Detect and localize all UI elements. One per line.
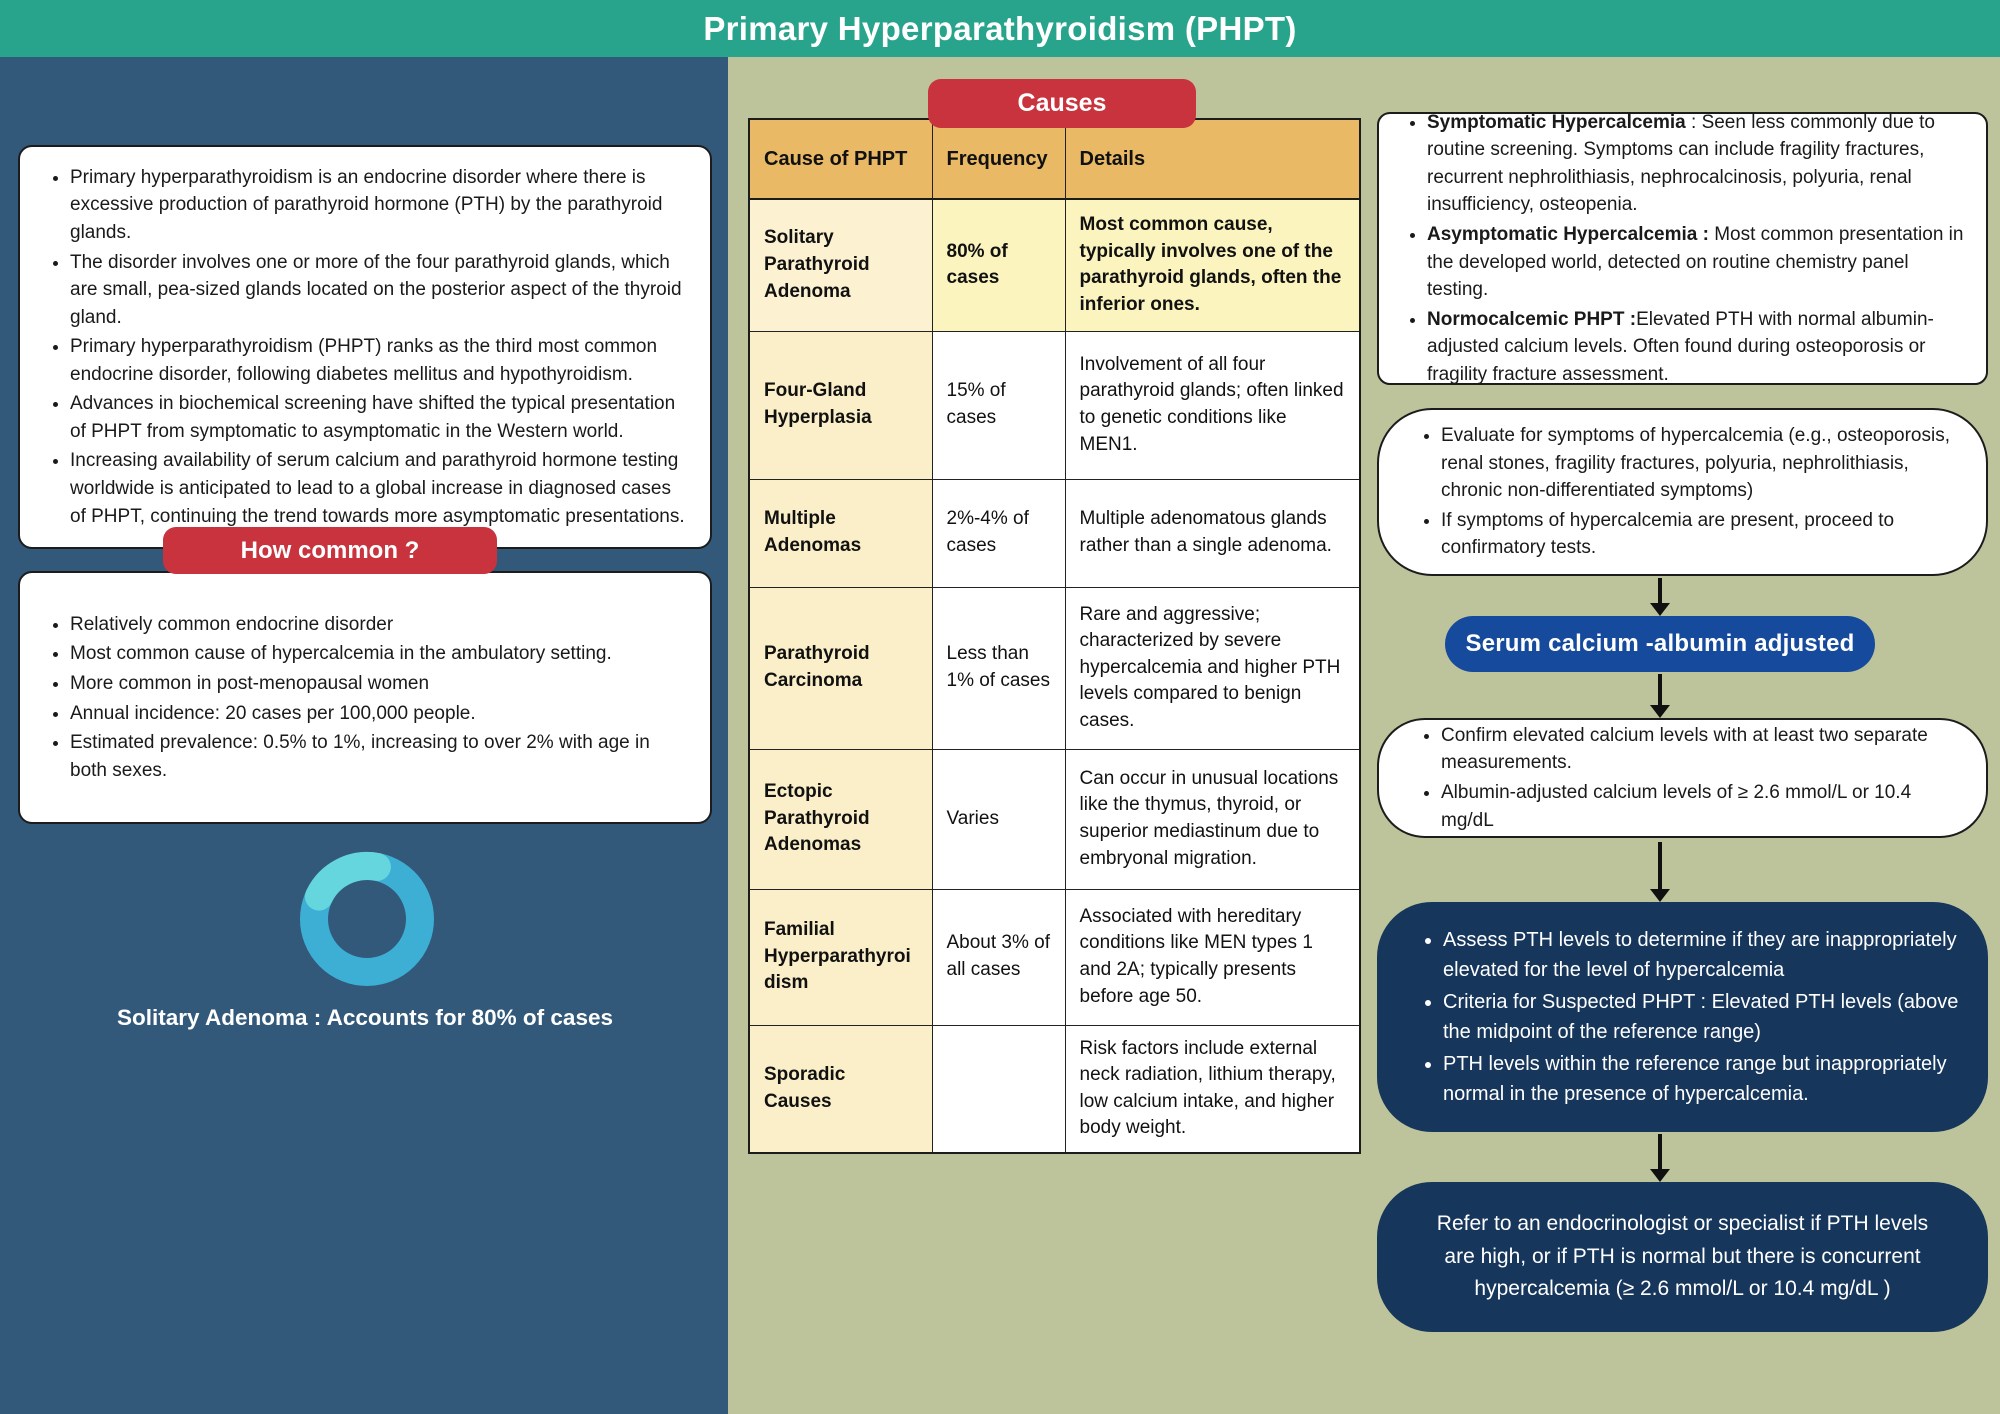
down-arrow-icon	[1650, 842, 1670, 902]
frequency-cell	[931, 1024, 1066, 1154]
evaluate-bullet: Evaluate for symptoms of hypercalcemia (…	[1441, 421, 1952, 506]
details-cell: Most common cause, typically involves on…	[1064, 198, 1361, 332]
details-cell: Associated with hereditary conditions li…	[1064, 888, 1361, 1026]
how-common-badge: How common ?	[163, 527, 497, 574]
cause-cell: Four-Gland Hyperplasia	[748, 330, 933, 480]
intro-bullet-list: Primary hyperparathyroidism is an endocr…	[70, 163, 688, 531]
details-cell: Rare and aggressive; characterized by se…	[1064, 586, 1361, 750]
presentation-bullet: Asymptomatic Hypercalcemia : Most common…	[1427, 220, 1966, 305]
evaluate-bullet: If symptoms of hypercalcemia are present…	[1441, 506, 1952, 563]
cause-cell: Sporadic Causes	[748, 1024, 933, 1154]
page-title: Primary Hyperparathyroidism (PHPT)	[703, 9, 1297, 47]
pth-assessment-box: Assess PTH levels to determine if they a…	[1377, 902, 1988, 1132]
pth-bullet-list: Assess PTH levels to determine if they a…	[1443, 924, 1960, 1110]
cause-cell: Familial Hyperparathyroidism	[748, 888, 933, 1026]
pth-bullet: Assess PTH levels to determine if they a…	[1443, 924, 1960, 986]
header-details: Details	[1064, 118, 1361, 200]
frequency-cell: Less than 1% of cases	[931, 586, 1066, 750]
confirm-bullet-list: Confirm elevated calcium levels with at …	[1441, 721, 1956, 835]
frequency-cell: About 3% of all cases	[931, 888, 1066, 1026]
evaluate-bullet-list: Evaluate for symptoms of hypercalcemia (…	[1441, 421, 1952, 563]
frequency-cell: 80% of cases	[931, 198, 1066, 332]
down-arrow-icon	[1650, 674, 1670, 718]
header-cause: Cause of PHPT	[748, 118, 933, 200]
cause-cell: Multiple Adenomas	[748, 478, 933, 588]
frequency-cell: 2%-4% of cases	[931, 478, 1066, 588]
pth-bullet: PTH levels within the reference range bu…	[1443, 1048, 1960, 1110]
cause-cell: Parathyroid Carcinoma	[748, 586, 933, 750]
how-common-bullet: Annual incidence: 20 cases per 100,000 p…	[70, 699, 688, 729]
how-common-bullet: Estimated prevalence: 0.5% to 1%, increa…	[70, 728, 688, 785]
how-common-bullet: Most common cause of hypercalcemia in th…	[70, 639, 688, 669]
left-panel: Primary hyperparathyroidism is an endocr…	[0, 57, 728, 1414]
cause-cell: Solitary Parathyroid Adenoma	[748, 198, 933, 332]
confirm-calcium-box: Confirm elevated calcium levels with at …	[1377, 718, 1988, 838]
presentation-bullet: Normocalcemic PHPT :Elevated PTH with no…	[1427, 305, 1966, 390]
header-bar: Primary Hyperparathyroidism (PHPT)	[0, 0, 2000, 57]
intro-bullet: Primary hyperparathyroidism is an endocr…	[70, 163, 688, 248]
presentation-bullet: Symptomatic Hypercalcemia : Seen less co…	[1427, 108, 1966, 220]
refer-specialist-box: Refer to an endocrinologist or specialis…	[1377, 1182, 1988, 1332]
table-row: Multiple Adenomas 2%-4% of cases Multipl…	[748, 478, 1361, 588]
confirm-bullet: Confirm elevated calcium levels with at …	[1441, 721, 1956, 778]
serum-calcium-pill: Serum calcium -albumin adjusted	[1445, 616, 1875, 672]
confirm-bullet: Albumin-adjusted calcium levels of ≥ 2.6…	[1441, 778, 1956, 835]
table-row: Ectopic Parathyroid Adenomas Varies Can …	[748, 748, 1361, 890]
presentation-box: Symptomatic Hypercalcemia : Seen less co…	[1377, 112, 1988, 385]
table-row: Solitary Parathyroid Adenoma 80% of case…	[748, 198, 1361, 332]
pth-bullet: Criteria for Suspected PHPT : Elevated P…	[1443, 986, 1960, 1048]
down-arrow-icon	[1650, 1134, 1670, 1182]
how-common-box: Relatively common endocrine disorder Mos…	[18, 571, 712, 824]
table-row: Four-Gland Hyperplasia 15% of cases Invo…	[748, 330, 1361, 480]
details-cell: Can occur in unusual locations like the …	[1064, 748, 1361, 890]
down-arrow-icon	[1650, 578, 1670, 616]
details-cell: Involvement of all four parathyroid glan…	[1064, 330, 1361, 480]
how-common-bullet: Relatively common endocrine disorder	[70, 610, 688, 640]
intro-bullet: Increasing availability of serum calcium…	[70, 446, 688, 531]
how-common-bullet-list: Relatively common endocrine disorder Mos…	[70, 610, 688, 785]
intro-bullet: Primary hyperparathyroidism (PHPT) ranks…	[70, 332, 688, 389]
causes-badge: Causes	[928, 79, 1196, 128]
table-header-row: Cause of PHPT Frequency Details	[748, 118, 1361, 200]
details-cell: Multiple adenomatous glands rather than …	[1064, 478, 1361, 588]
table-row: Parathyroid Carcinoma Less than 1% of ca…	[748, 586, 1361, 750]
cause-cell: Ectopic Parathyroid Adenomas	[748, 748, 933, 890]
intro-bullet: The disorder involves one or more of the…	[70, 248, 688, 333]
causes-table: Cause of PHPT Frequency Details Solitary…	[748, 118, 1361, 1154]
evaluate-symptoms-box: Evaluate for symptoms of hypercalcemia (…	[1377, 408, 1988, 576]
intro-box: Primary hyperparathyroidism is an endocr…	[18, 145, 712, 549]
how-common-bullet: More common in post-menopausal women	[70, 669, 688, 699]
table-row: Sporadic Causes Risk factors include ext…	[748, 1024, 1361, 1154]
donut-caption: Solitary Adenoma : Accounts for 80% of c…	[117, 1005, 613, 1030]
details-cell: Risk factors include external neck radia…	[1064, 1024, 1361, 1154]
frequency-cell: 15% of cases	[931, 330, 1066, 480]
intro-bullet: Advances in biochemical screening have s…	[70, 389, 688, 446]
refer-text: Refer to an endocrinologist or specialis…	[1436, 1212, 1929, 1301]
header-frequency: Frequency	[931, 118, 1066, 200]
presentation-bullet-list: Symptomatic Hypercalcemia : Seen less co…	[1427, 108, 1966, 389]
table-row: Familial Hyperparathyroidism About 3% of…	[748, 888, 1361, 1026]
frequency-cell: Varies	[931, 748, 1066, 890]
donut-chart-icon	[291, 843, 443, 995]
